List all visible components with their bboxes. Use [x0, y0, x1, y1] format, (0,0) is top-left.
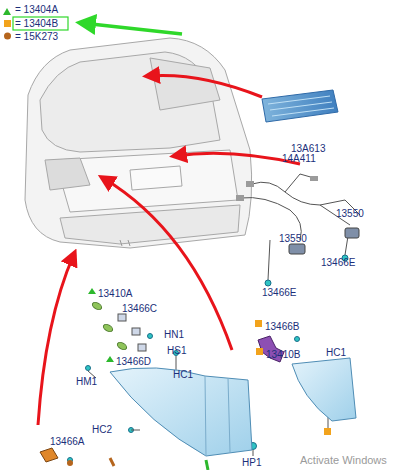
callout-number: HN1 [164, 329, 184, 340]
callout-number: HC1 [326, 347, 346, 358]
legend-text: = 13404A [15, 4, 58, 15]
callout-number: 13466C [122, 303, 157, 314]
legend-text: = 15K273 [15, 31, 58, 42]
callout-number: HM1 [76, 376, 97, 387]
callout-number: HC1 [173, 369, 193, 380]
callout-number: 13466E [262, 287, 296, 298]
callout-number: 13410A [98, 288, 132, 299]
callout-number: 13410B [266, 349, 300, 360]
callout-number: 13550 [336, 208, 364, 219]
callout-number: 13466E [321, 257, 355, 268]
callout-number: 13550 [279, 233, 307, 244]
callout-number: HS1 [167, 345, 186, 356]
callout-number: HC2 [92, 424, 112, 435]
callout-number: 13A613 [291, 143, 325, 154]
callout-number: 13466D [116, 356, 151, 367]
callout-number: 13466A [50, 436, 84, 447]
callout-number: HP1 [242, 457, 261, 468]
legend-text: = 13404B [15, 18, 58, 29]
callout-number: Activate Windows [300, 455, 387, 466]
callout-number: 13466B [265, 321, 299, 332]
callout-number: 14A411 [282, 153, 316, 164]
